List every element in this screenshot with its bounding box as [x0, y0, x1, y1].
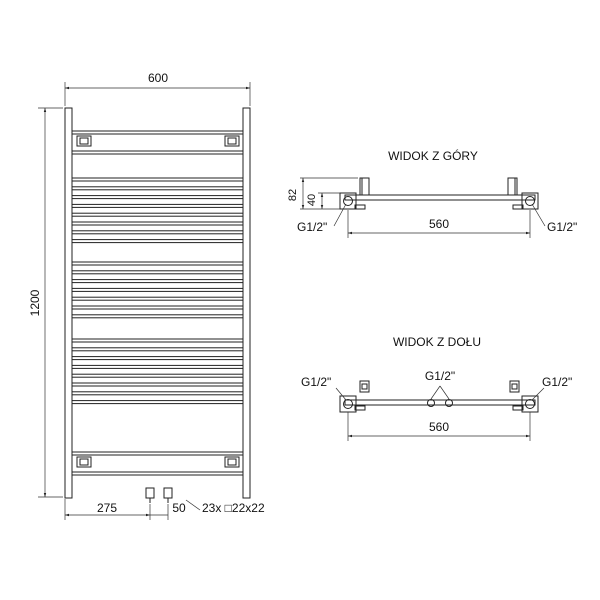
tube [71, 279, 244, 284]
depth-label: 82 [287, 189, 299, 201]
bottom-spacing-label: 560 [429, 420, 449, 434]
bottom-right-connector-label: G1/2" [542, 375, 572, 389]
top-left-connector-label: G1/2" [297, 220, 327, 234]
bottom-center-connector-label: G1/2" [425, 369, 455, 383]
tube [71, 287, 244, 292]
top-right-connector-label: G1/2" [547, 220, 577, 234]
top-spacing-label: 560 [429, 217, 449, 231]
tube [71, 305, 244, 310]
tube [71, 203, 244, 208]
tube [71, 261, 244, 266]
tube [71, 347, 244, 352]
bottom-spacing-dimension: 560 [347, 412, 531, 441]
mounting-bracket-top-right [224, 135, 240, 147]
front-view: 600 1200 275 50 23x □22x22 [28, 71, 265, 520]
bottom-view: WIDOK Z DOŁU G1/2" G1/2" G1/2" 560 [301, 335, 572, 441]
mounting-bracket-bottom-left [76, 456, 92, 468]
tube [71, 212, 244, 217]
tube [71, 356, 244, 361]
tube [71, 239, 244, 244]
horizontal-tubes [71, 130, 244, 476]
tube-spec-label: 23x □22x22 [202, 501, 265, 515]
top-spacing-dimension: 560 [347, 210, 531, 238]
tube [71, 373, 244, 378]
tube [71, 338, 244, 343]
top-view-title: WIDOK Z GÓRY [388, 148, 478, 163]
tube [71, 186, 244, 191]
mounting-bracket-bottom-right [224, 456, 240, 468]
dimension-bottom: 275 50 23x □22x22 [64, 499, 265, 520]
bottom-view-title: WIDOK Z DOŁU [393, 335, 481, 349]
left-upright [64, 107, 73, 499]
bracket-tube [71, 451, 244, 456]
bracket-tube [71, 471, 244, 476]
tube [71, 364, 244, 369]
tube [71, 382, 244, 387]
tube [71, 230, 244, 235]
bracket-tube [71, 150, 244, 155]
dimension-height: 1200 [28, 107, 63, 498]
top-depth-dimensions: 82 40 [287, 177, 358, 210]
tube [71, 296, 244, 301]
pipe-spacing-label: 50 [172, 501, 186, 515]
tube [71, 221, 244, 226]
tube [71, 314, 244, 319]
tube [71, 195, 244, 200]
bracket-tube [71, 130, 244, 135]
inlet-offset-label: 275 [97, 501, 117, 515]
width-label: 600 [148, 71, 168, 85]
tube [71, 400, 244, 405]
height-label: 1200 [28, 289, 42, 316]
mounting-bracket-top-left [76, 135, 92, 147]
tube [71, 270, 244, 275]
right-upright [242, 107, 251, 499]
top-view: WIDOK Z GÓRY 82 40 560 [287, 148, 577, 238]
bottom-left-connector-label: G1/2" [301, 375, 331, 389]
dimension-width: 600 [64, 71, 251, 106]
tube [71, 391, 244, 396]
connection-pipes [145, 487, 173, 503]
inner-depth-label: 40 [306, 194, 318, 206]
tube [71, 177, 244, 182]
